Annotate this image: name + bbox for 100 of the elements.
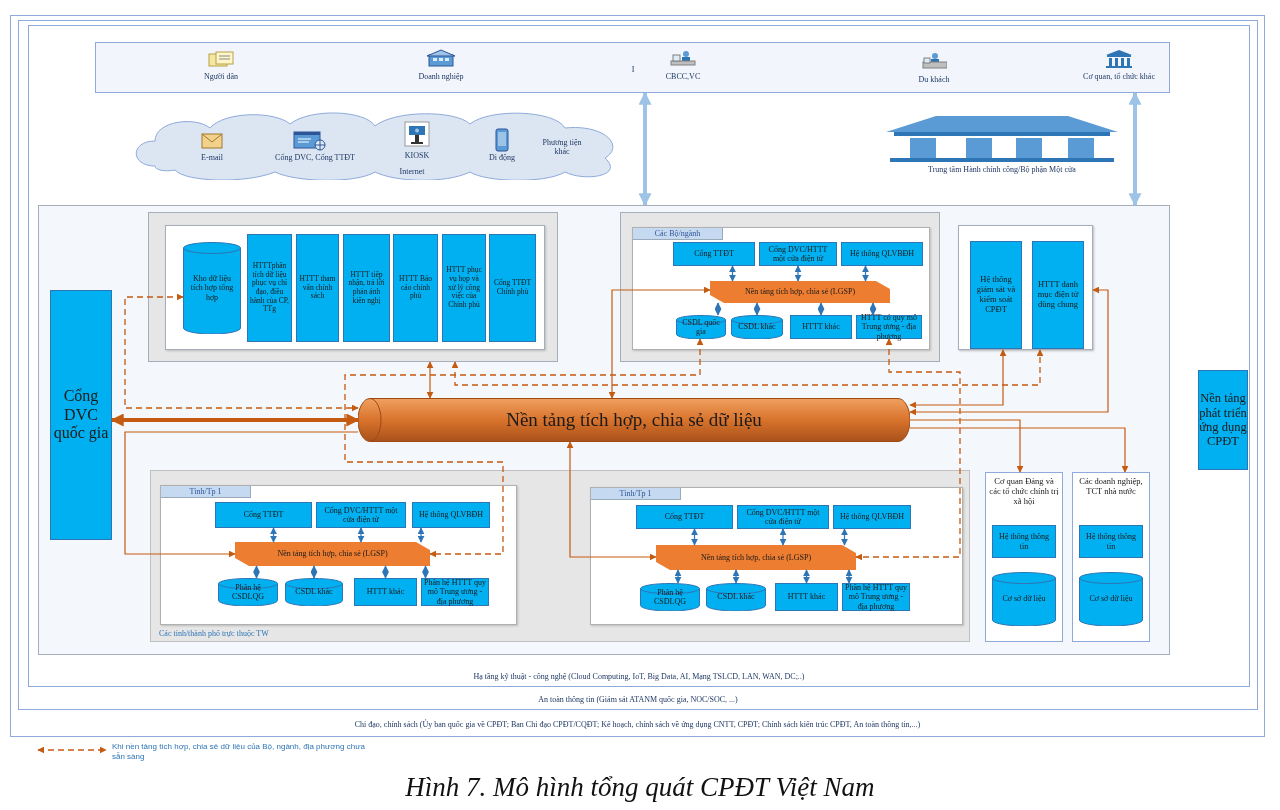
system-box xyxy=(673,242,755,266)
box-label: Nền tảng tích hợp, chia sẻ (LGSP) xyxy=(277,549,388,559)
system-box xyxy=(296,234,339,342)
box-label: Cơ sở dữ liệu xyxy=(1088,594,1134,604)
connector-arrow xyxy=(422,565,429,579)
box-label: CSDL quốc gia xyxy=(681,317,721,337)
connector-arrow xyxy=(608,286,711,399)
subsystem-panel xyxy=(590,487,963,625)
connector-arrow xyxy=(344,338,704,558)
box-label: Cổng DVC quốc gia xyxy=(52,387,110,443)
channel-label: Cổng DVC, Cổng TTĐT xyxy=(275,153,355,163)
system-box xyxy=(1032,241,1084,349)
panel-tab: Tỉnh/Tp 1 xyxy=(591,488,681,500)
system-box xyxy=(737,505,829,529)
system-box xyxy=(393,234,438,342)
organization-column xyxy=(985,472,1063,642)
connector-arrow xyxy=(779,528,787,546)
connector-arrow xyxy=(357,527,365,543)
channel-label: KIOSK xyxy=(404,151,430,161)
channel-label: Di động xyxy=(489,153,515,163)
system-box xyxy=(759,242,837,266)
box-label: HTTT khác xyxy=(801,322,841,332)
connector-arrow xyxy=(909,419,1024,473)
system-box xyxy=(775,583,838,611)
center-label: Trung tâm Hành chính công/Bộ phận Một cửa xyxy=(927,165,1077,175)
box-label: Hệ thống giám sát và kiểm soát CPĐT xyxy=(975,275,1017,315)
connector-arrow xyxy=(909,427,1129,473)
platform-bar xyxy=(235,542,430,566)
subsystem-panel xyxy=(160,485,517,625)
database-cylinder xyxy=(676,315,726,339)
platform-box xyxy=(1198,370,1248,470)
box-label: Hệ thống QLVBĐH xyxy=(848,249,916,259)
actor-label: CBCC,VC xyxy=(665,72,701,82)
box-label: Cổng DVC/HTTT một cửa điện tử xyxy=(323,505,399,525)
connector-arrow xyxy=(310,565,318,579)
column-heading: Cơ quan Đảng và các tổ chức chính trị xã hội xyxy=(989,477,1059,507)
actor-label: I xyxy=(631,65,635,75)
connector-arrow xyxy=(862,265,869,282)
box-label: Cổng TTĐT xyxy=(242,510,285,520)
system-box xyxy=(247,234,292,342)
portal-box xyxy=(50,290,112,540)
organization-column xyxy=(1072,472,1150,642)
system-box xyxy=(841,242,923,266)
box-label: Hệ thống QLVBĐH xyxy=(838,512,906,522)
box-label: Hệ thống thông tin xyxy=(998,532,1050,551)
connector-arrow xyxy=(909,286,1109,416)
database-cylinder xyxy=(992,572,1056,626)
box-label: CSDL khác xyxy=(737,322,777,332)
box-label: Kho dữ liệu tích hợp tổng hợp xyxy=(189,274,235,302)
box-label: Cơ sở dữ liệu xyxy=(1001,594,1047,604)
system-box xyxy=(316,502,406,528)
connector-arrow xyxy=(1128,91,1142,207)
channel-label: E-mail xyxy=(201,153,223,163)
column-heading: Các doanh nghiệp, TCT nhà nước xyxy=(1078,477,1144,497)
connector-arrow xyxy=(869,302,877,316)
platform-label: Nền tảng tích hợp, chia sẻ dữ liệu xyxy=(506,409,762,431)
box-label: HTTT có quy mô Trung ương - địa phương xyxy=(859,313,919,341)
box-label: HTTT khác xyxy=(365,587,406,597)
figure-caption: Hình 7. Mô hình tổng quát CPĐT Việt Nam xyxy=(404,772,876,803)
system-box xyxy=(992,525,1056,558)
connector-arrow xyxy=(803,569,810,584)
connector-arrow xyxy=(909,349,1007,409)
connector-arrow xyxy=(110,413,360,427)
group-panel xyxy=(148,212,558,362)
group-panel xyxy=(150,470,970,642)
system-panel xyxy=(38,205,1170,655)
box-label: HTTT danh mục điện tử dùng chung xyxy=(1036,280,1080,310)
connector-arrow xyxy=(794,265,802,282)
group-label: Các tỉnh/thành phố trực thuộc TW xyxy=(159,628,269,638)
connector-arrow xyxy=(841,528,848,546)
channel-label: Internet xyxy=(399,167,425,177)
connector-arrow xyxy=(417,527,425,543)
box-label: CSDL khác xyxy=(716,592,756,602)
database-cylinder xyxy=(706,583,766,611)
box-label: Hệ thống thông tin xyxy=(1085,532,1137,551)
connector-arrow xyxy=(753,302,761,316)
system-box xyxy=(1079,525,1143,558)
panel-tab: Các Bộ/ngành xyxy=(633,228,723,240)
system-box xyxy=(636,505,733,529)
box-label: Nền tảng tích hợp, chia sẻ (LGSP) xyxy=(744,287,856,297)
actor-label: Cơ quan, tổ chức khác xyxy=(1083,72,1155,82)
database-cylinder xyxy=(183,242,241,334)
system-box xyxy=(412,502,490,528)
connector-arrow xyxy=(426,361,434,399)
database-cylinder xyxy=(1079,572,1143,626)
box-label: Nền tảng phát triển ứng dụng CPĐT xyxy=(1199,391,1247,449)
database-cylinder xyxy=(640,583,700,611)
actor-label: Du khách xyxy=(918,75,950,85)
box-label: Cổng TTĐT xyxy=(663,512,706,522)
group-panel xyxy=(620,212,940,362)
box-label: Phân hệ HTTT quy mô Trung ương - địa phương xyxy=(844,583,908,611)
panel-tab: Tỉnh/Tp 1 xyxy=(161,486,251,498)
connector-arrow xyxy=(124,293,359,412)
box-label: Phân hệ CSDLQG xyxy=(231,582,265,602)
subsystem-panel xyxy=(165,225,545,350)
connector-arrow xyxy=(270,527,277,543)
connector-arrow xyxy=(674,569,682,584)
data-pipe xyxy=(358,398,910,442)
box-label: Cổng DVC/HTTT một cửa điện tử xyxy=(767,244,829,264)
connector-arrow xyxy=(845,569,853,584)
